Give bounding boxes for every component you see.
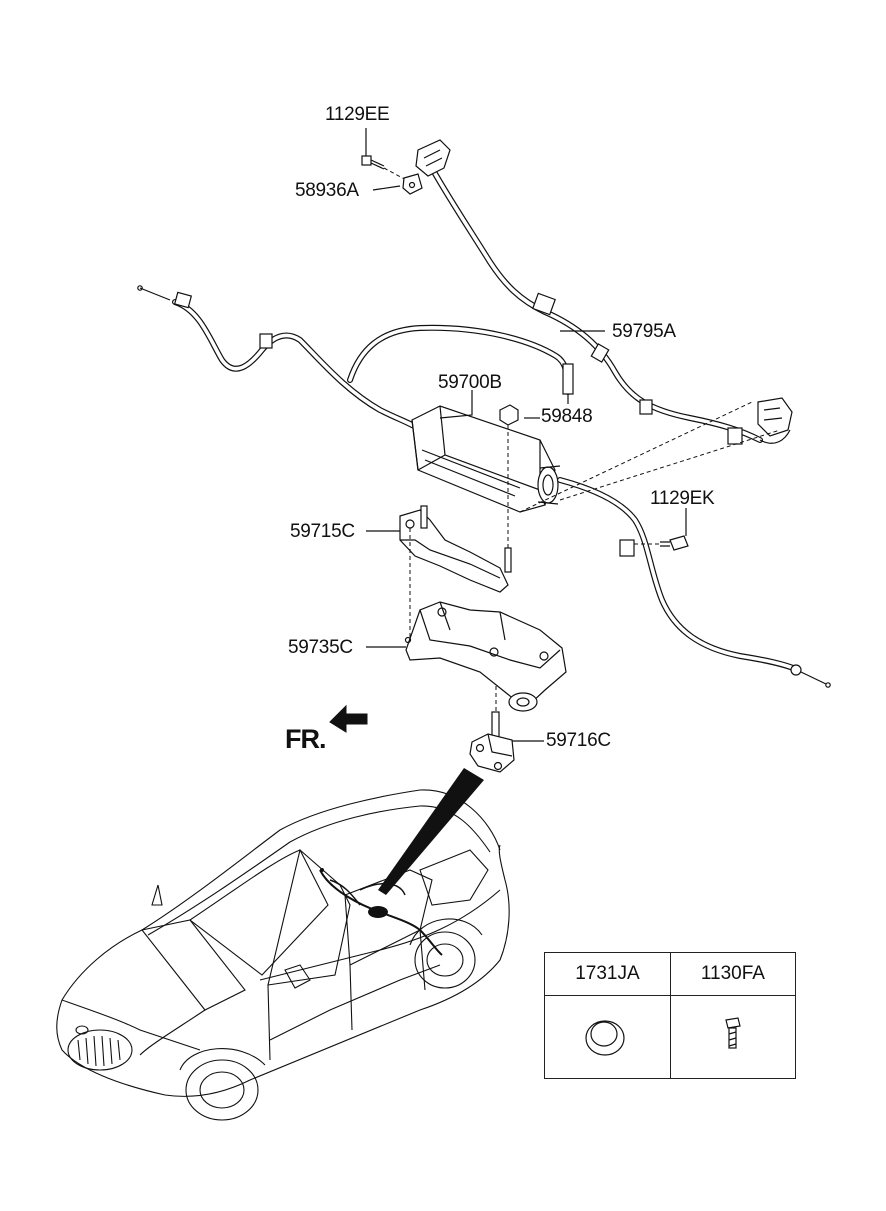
bracket-59716C [469, 711, 515, 773]
label-58936A: 58936A [295, 180, 359, 201]
legend-cell-1130FA [669, 995, 797, 1079]
label-59700B: 59700B [438, 372, 502, 393]
car-illustration [56, 789, 510, 1121]
cable-59795A [415, 139, 793, 445]
parts-legend-table: 1731JA 1130FA [544, 952, 797, 1079]
label-59848: 59848 [541, 406, 593, 427]
label-1129EE: 1129EE [325, 104, 390, 125]
label-59735C: 59735C [288, 637, 353, 658]
bolt-1129EK [634, 535, 689, 551]
legend-cell-1731JA [544, 995, 671, 1079]
label-59715C: 59715C [290, 521, 355, 542]
front-direction-arrow-icon [329, 704, 368, 733]
cable-right [557, 477, 831, 688]
legend-header-1130FA: 1130FA [669, 952, 797, 996]
bracket-58936A [402, 173, 423, 195]
legend-header-1731JA: 1731JA [544, 952, 671, 996]
label-59716C: 59716C [546, 730, 611, 751]
leader-lines [365, 128, 687, 742]
bracket-59715C [399, 505, 512, 640]
label-59795A: 59795A [612, 321, 676, 342]
bracket-59735C [404, 601, 567, 714]
nut-59848 [499, 404, 519, 548]
callout-wedge [378, 768, 484, 895]
bolt-1129EE [361, 155, 411, 183]
front-direction-label: FR. [285, 724, 326, 754]
label-1129EK: 1129EK [650, 488, 715, 509]
actuator-59700B [411, 405, 561, 513]
guide-lines [519, 401, 781, 513]
cable-left [137, 285, 574, 433]
